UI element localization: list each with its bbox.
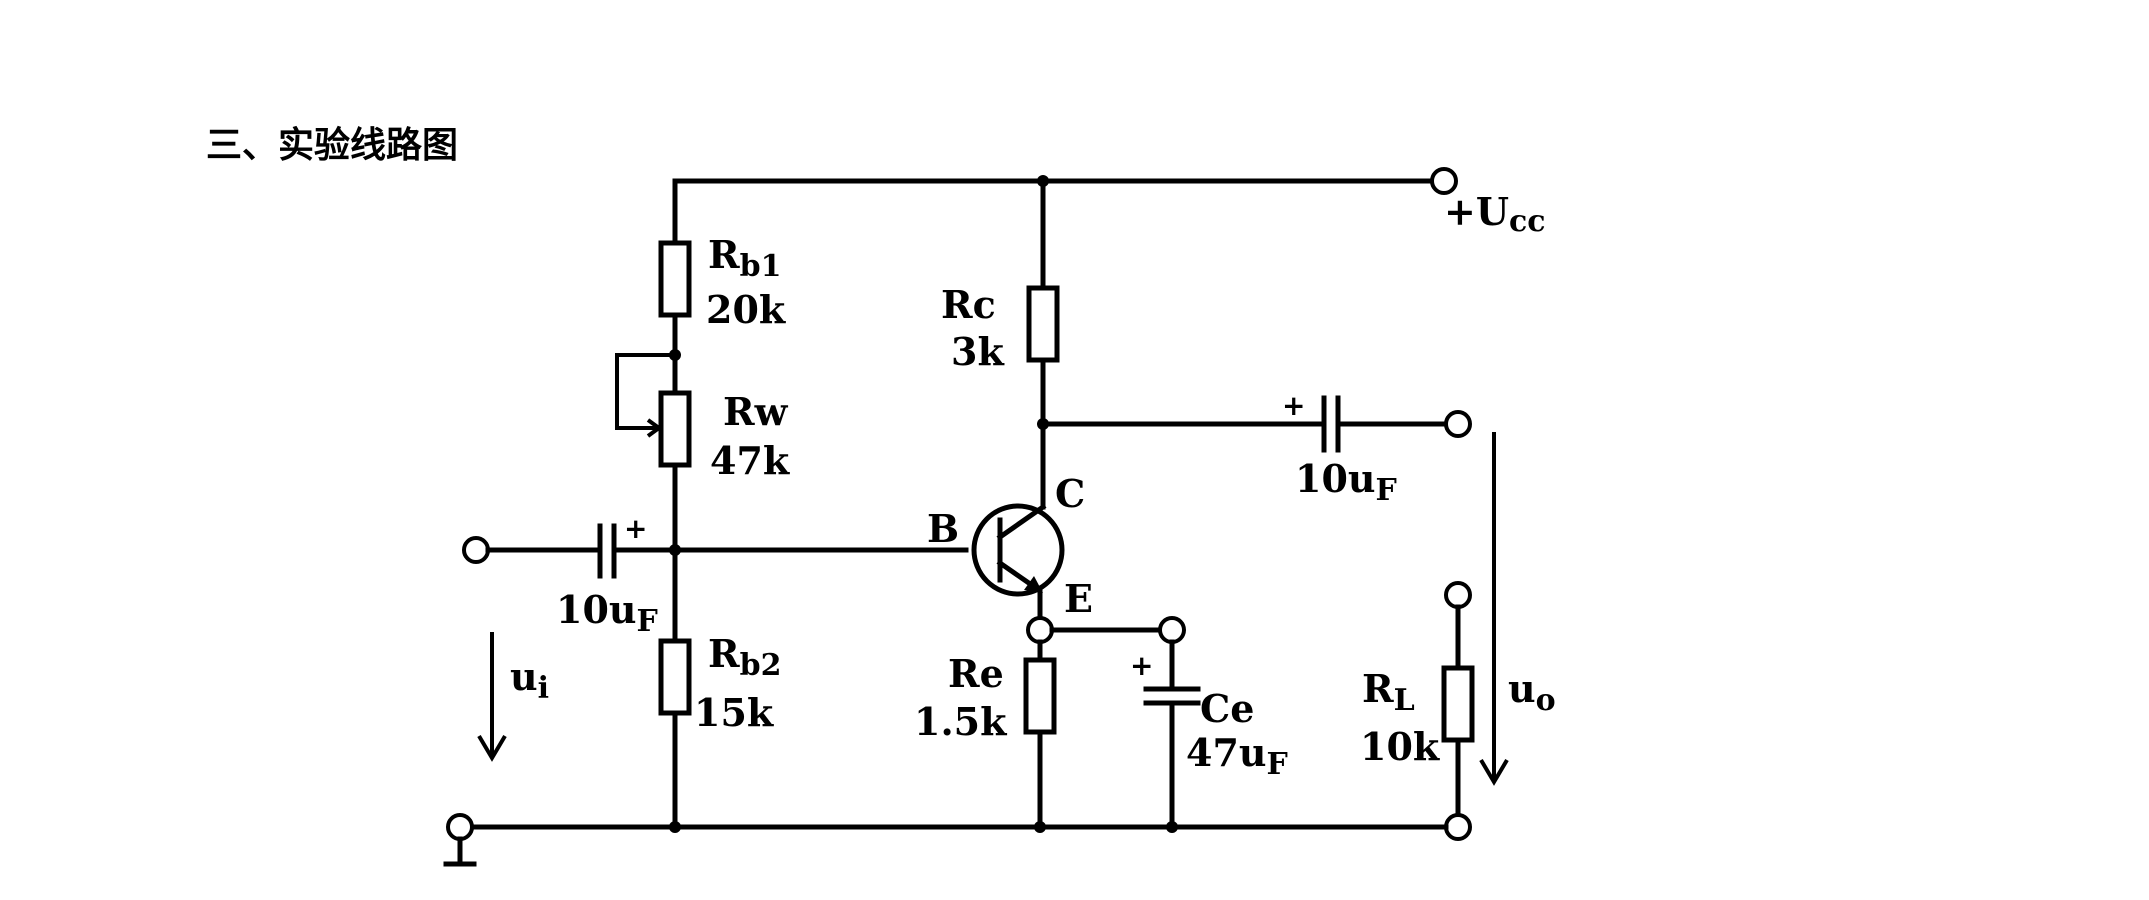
rl-value-label: 10k	[1360, 724, 1440, 769]
rb1-name-label: Rb1	[708, 232, 781, 284]
junction-ground-re	[1034, 821, 1046, 833]
transistor-emitter-label: E	[1064, 576, 1093, 621]
vcc-terminal[interactable]	[1430, 167, 1458, 195]
rc-value-label: 3k	[951, 329, 1004, 374]
ce-test-point[interactable]	[1158, 616, 1186, 644]
ce-name-label: Ce	[1200, 686, 1254, 731]
transistor-collector-label: C	[1055, 471, 1085, 516]
re-name-label: Re	[948, 651, 1004, 696]
cap-in-plus: +	[624, 512, 647, 545]
rl-name-label: RL	[1362, 666, 1415, 718]
rw-value-label: 47k	[710, 438, 790, 483]
transistor-body[interactable]	[971, 503, 1065, 597]
ground-terminal[interactable]	[446, 813, 474, 841]
junction-ground-rb2	[669, 821, 681, 833]
transistor-base-label: B	[927, 506, 959, 551]
cap-out-value-label: 10uF	[1295, 456, 1397, 508]
potentiometer-rw[interactable]	[658, 390, 692, 468]
resistor-rb1[interactable]	[658, 240, 692, 318]
ce-value-label: 47uF	[1186, 730, 1288, 782]
rw-name-label: Rw	[723, 389, 789, 434]
rw-wiper-arrow	[646, 418, 663, 438]
rc-name-label: Rc	[941, 282, 996, 327]
load-terminal-top[interactable]	[1444, 581, 1472, 609]
rw-wiper	[615, 353, 675, 430]
re-value-label: 1.5k	[914, 699, 1007, 744]
input-terminal[interactable]	[462, 536, 490, 564]
rb1-value-label: 20k	[706, 287, 786, 332]
input-voltage-label: ui	[510, 654, 549, 706]
cap-out-plus: +	[1282, 389, 1305, 422]
transistor-collector-lead	[996, 503, 1047, 541]
output-voltage-label: uo	[1508, 666, 1556, 718]
junction-ground-ce	[1166, 821, 1178, 833]
load-terminal-bottom[interactable]	[1444, 813, 1472, 841]
rb2-value-label: 15k	[694, 690, 774, 735]
page-title: 三、实验线路图	[206, 125, 459, 166]
cap-ce-plus: +	[1130, 649, 1153, 682]
input-voltage-arrowhead	[477, 734, 507, 762]
cap-in-value-label: 10uF	[556, 587, 658, 639]
emitter-test-point[interactable]	[1026, 616, 1054, 644]
resistor-re[interactable]	[1023, 657, 1057, 735]
resistor-rc[interactable]	[1026, 285, 1060, 363]
rb2-name-label: Rb2	[708, 631, 781, 683]
resistor-rl[interactable]	[1441, 665, 1475, 743]
resistor-rb2[interactable]	[658, 638, 692, 716]
output-voltage-arrowhead	[1479, 758, 1509, 786]
output-terminal[interactable]	[1444, 410, 1472, 438]
vcc-label: +Ucc	[1444, 189, 1546, 239]
